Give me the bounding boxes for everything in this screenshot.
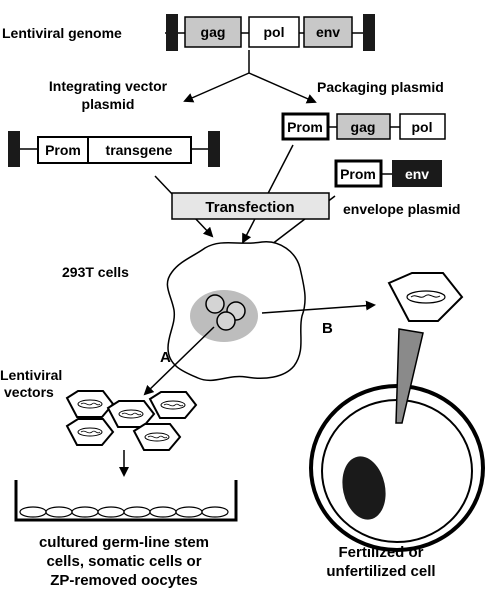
vector-plasmid-label-2: plasmid [82, 96, 135, 112]
injection-needle [395, 328, 424, 424]
cell-293t: 293T cells [62, 241, 306, 382]
lentiviral-genome: Lentiviral genome gag pol env [2, 14, 375, 51]
lentiviral-vectors-label-2: vectors [4, 384, 54, 400]
genome-pol-text: pol [264, 24, 285, 40]
vector-transgene-text: transgene [106, 142, 173, 158]
dish-cell [175, 506, 203, 518]
fertilized-line-1: Fertilized or [338, 544, 423, 561]
cultured-line-2: cells, somatic cells or [46, 553, 201, 570]
vector-particle [132, 423, 182, 451]
ltr-left [166, 14, 178, 51]
genome-split-arrows [183, 50, 317, 104]
vector-plasmid: Integrating vector plasmid Prom transgen… [8, 78, 220, 167]
nucleus-dot-1 [205, 294, 225, 314]
dish-cells [19, 506, 229, 518]
packaging-plasmid-label: Packaging plasmid [317, 79, 444, 95]
packaging-gag-box [336, 113, 391, 140]
packaging-prom-text: Prom [287, 119, 323, 135]
envelope-env-box [392, 160, 442, 187]
transfection-text: Transfection [205, 199, 294, 216]
vector-ltr-left [8, 131, 20, 167]
vector-particle [148, 391, 198, 419]
dish-cell [97, 506, 125, 518]
culture-dish [14, 480, 238, 522]
packaging-pol-text: pol [412, 119, 433, 135]
nucleus-dot-3 [216, 311, 236, 331]
vector-particle [65, 390, 115, 418]
vector-ltr-right [208, 131, 220, 167]
cultured-line-3: ZP-removed oocytes [50, 572, 198, 589]
envelope-prom-text: Prom [340, 166, 376, 182]
fertilized-line-2: unfertilized cell [326, 563, 435, 580]
lentiviral-vectors-label-1: Lentiviral [0, 367, 62, 383]
genome-env-text: env [316, 24, 340, 40]
dish-cell [71, 506, 99, 518]
envelope-env-text: env [405, 166, 429, 182]
dish-cell [149, 506, 177, 518]
lentiviral-genome-label: Lentiviral genome [2, 25, 122, 41]
lentiviral-vectors: Lentiviral vectors [0, 367, 198, 451]
dish-cell [201, 506, 229, 518]
genome-gag-text: gag [201, 24, 226, 40]
envelope-plasmid: Prom env envelope plasmid [334, 159, 460, 217]
fertilized-label: Fertilized or unfertilized cell [326, 544, 435, 580]
packaging-pol-box [399, 113, 446, 140]
genome-gag-box [184, 16, 242, 48]
vector-box [37, 136, 192, 164]
vector-prom-text: Prom [45, 142, 81, 158]
path-a-label: A [160, 349, 171, 366]
vector-plasmid-label-1: Integrating vector [49, 78, 168, 94]
vector-particles-cluster [65, 390, 198, 451]
cultured-line-1: cultured germ-line stem [39, 534, 209, 551]
envelope-prom-box [334, 159, 383, 188]
genome-pol-box [248, 16, 300, 48]
dish-cell [123, 506, 151, 518]
ltr-right [363, 14, 375, 51]
fertilized-cell [309, 328, 485, 552]
vector-particle [106, 400, 156, 428]
pronucleus [342, 456, 386, 520]
packaging-plasmid: Packaging plasmid Prom gag pol [281, 79, 446, 141]
path-b-label: B [322, 320, 333, 337]
cell-293t-label: 293T cells [62, 264, 129, 280]
packaging-prom-box [281, 112, 330, 141]
dish-cell [45, 506, 73, 518]
transfection-box: Transfection [171, 192, 330, 220]
envelope-plasmid-label: envelope plasmid [343, 201, 460, 217]
cultured-label: cultured germ-line stem cells, somatic c… [39, 534, 209, 589]
genome-env-box [303, 16, 353, 48]
dish-cell [19, 506, 47, 518]
path-b: B [261, 272, 464, 337]
packaging-gag-text: gag [351, 119, 376, 135]
path-a: A [143, 326, 215, 396]
vector-particle [65, 418, 115, 446]
